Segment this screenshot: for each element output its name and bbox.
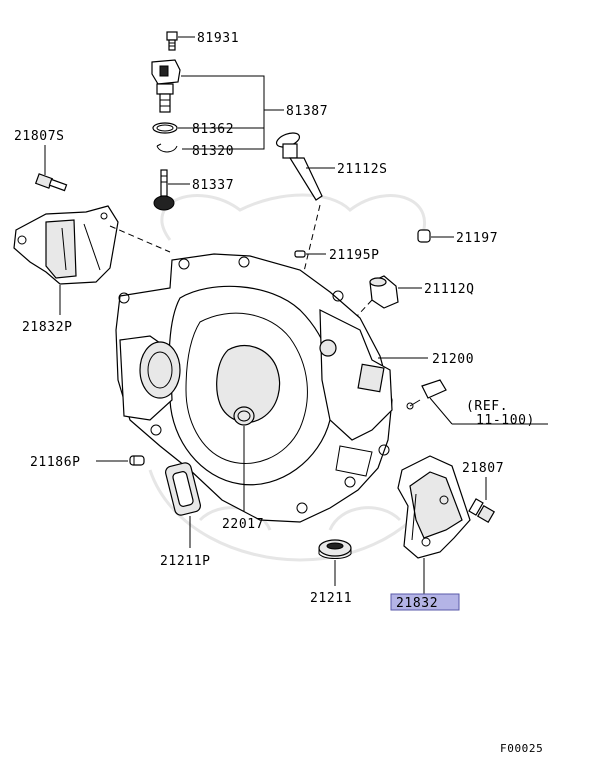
label-21112S: 21112S	[337, 162, 388, 177]
label-21832P: 21832P	[22, 320, 73, 335]
label-81362: 81362	[192, 122, 234, 137]
label-81387: 81387	[286, 104, 328, 119]
label-ref-1: (REF.	[466, 399, 508, 414]
sensor-81387	[151, 59, 181, 113]
oil-seal-22017	[233, 406, 255, 426]
o-ring-81362	[152, 122, 178, 134]
label-21112Q: 21112Q	[424, 282, 475, 297]
label-21211: 21211	[310, 591, 352, 606]
label-22017: 22017	[222, 517, 264, 532]
label-81931: 81931	[197, 31, 239, 46]
label-81337: 81337	[192, 178, 234, 193]
clip-81320	[156, 143, 178, 153]
label-21211P: 21211P	[160, 554, 211, 569]
label-21832: 21832	[396, 596, 438, 611]
bracket-21832	[397, 455, 471, 559]
cap-21211	[318, 539, 352, 559]
label-21186P: 21186P	[30, 455, 81, 470]
figure-code: F00025	[500, 742, 543, 755]
pin-21186P	[129, 455, 145, 466]
label-21197: 21197	[456, 231, 498, 246]
part-number-highlight	[390, 593, 460, 611]
dipstick-21112S	[275, 132, 323, 201]
bolt-21807	[468, 498, 496, 524]
bracket-21832P	[13, 205, 119, 285]
label-81320: 81320	[192, 144, 234, 159]
transmission-case-21200	[115, 253, 393, 523]
gear-81337	[153, 169, 190, 211]
gasket-21211P	[165, 462, 201, 516]
label-21195P: 21195P	[329, 248, 380, 263]
label-21807S: 21807S	[14, 129, 65, 144]
cap-21112Q	[369, 275, 399, 309]
bolt-81931	[166, 31, 178, 51]
label-ref-2: 11-100)	[476, 413, 535, 428]
label-21807: 21807	[462, 461, 504, 476]
ref-tube	[406, 379, 447, 410]
bolt-21807S	[34, 173, 68, 192]
pin-21195P	[294, 250, 306, 258]
plug-21197	[417, 229, 431, 243]
label-21200: 21200	[432, 352, 474, 367]
